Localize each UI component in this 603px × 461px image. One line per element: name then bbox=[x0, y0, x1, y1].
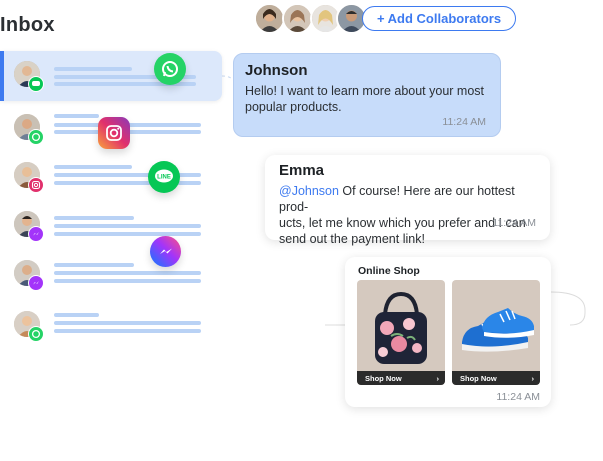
shop-now-button[interactable]: Shop Now › bbox=[357, 371, 445, 385]
collaborator-avatar bbox=[310, 3, 341, 34]
preview-line bbox=[54, 313, 99, 317]
preview-line bbox=[54, 279, 201, 283]
mention-link[interactable]: @Johnson bbox=[279, 184, 339, 198]
shop-now-label: Shop Now bbox=[460, 373, 497, 383]
messenger-icon bbox=[28, 275, 44, 291]
svg-text:LINE: LINE bbox=[157, 175, 171, 181]
message-line-2: ucts, let me know which you prefer and I… bbox=[279, 216, 526, 230]
instagram-icon bbox=[98, 117, 130, 149]
preview-line bbox=[54, 232, 201, 236]
sender-name: Emma bbox=[279, 162, 325, 179]
message-line: @Johnson Of course! Here are our hottest… bbox=[279, 183, 544, 215]
shop-title: Online Shop bbox=[358, 265, 420, 277]
preview-line bbox=[54, 321, 201, 325]
collaborator-avatar bbox=[254, 3, 285, 34]
bag-image bbox=[375, 291, 427, 364]
preview-line bbox=[54, 173, 201, 177]
avatar bbox=[14, 260, 40, 286]
collaborator-avatar bbox=[282, 3, 313, 34]
message-bubble-emma: Emma @Johnson Of course! Here are our ho… bbox=[265, 155, 550, 246]
message-time: 11:24 AM bbox=[442, 116, 486, 128]
shop-card: Online Shop Shop Now › bbox=[345, 257, 551, 407]
messenger-icon bbox=[28, 226, 44, 242]
preview-line bbox=[54, 263, 134, 267]
preview-line bbox=[54, 165, 132, 169]
add-collaborators-button[interactable]: + Add Collaborators bbox=[362, 6, 516, 31]
conversation-item[interactable] bbox=[0, 201, 222, 251]
instagram-icon bbox=[28, 177, 44, 193]
product-card-sneakers[interactable]: Shop Now › bbox=[452, 280, 540, 385]
preview-line bbox=[54, 216, 134, 220]
message-text: Hello! I want to learn more about your m… bbox=[245, 84, 485, 114]
message-line-3: send out the payment link! bbox=[279, 232, 425, 246]
preview-line bbox=[54, 114, 99, 118]
message-bubble-johnson: Johnson Hello! I want to learn more abou… bbox=[233, 53, 501, 137]
conversation-item[interactable] bbox=[0, 152, 222, 202]
line-icon: LINE bbox=[148, 161, 180, 193]
product-card-bag[interactable]: Shop Now › bbox=[357, 280, 445, 385]
conversation-item[interactable] bbox=[0, 51, 222, 101]
whatsapp-icon bbox=[28, 129, 44, 145]
preview-line bbox=[54, 224, 201, 228]
inbox-title: Inbox bbox=[0, 14, 55, 36]
message-line-1: Of course! Here are our hottest prod- bbox=[279, 184, 515, 214]
shop-now-button[interactable]: Shop Now › bbox=[452, 371, 540, 385]
selection-indicator bbox=[0, 51, 4, 101]
preview-line bbox=[54, 329, 201, 333]
chevron-right-icon: › bbox=[436, 373, 440, 383]
whatsapp-icon bbox=[28, 326, 44, 342]
message-time: 11:24 AM bbox=[492, 217, 536, 229]
message-time: 11:24 AM bbox=[496, 391, 540, 403]
preview-line bbox=[54, 82, 196, 86]
messenger-icon bbox=[150, 236, 181, 267]
collaborator-avatar bbox=[336, 3, 367, 34]
preview-line bbox=[54, 181, 201, 185]
sender-name: Johnson bbox=[245, 62, 308, 79]
preview-line bbox=[54, 271, 201, 275]
message-text: @Johnson Of course! Here are our hottest… bbox=[279, 183, 544, 247]
avatar bbox=[14, 311, 40, 337]
sneakers-image bbox=[462, 308, 534, 352]
whatsapp-icon bbox=[154, 53, 186, 85]
chevron-right-icon: › bbox=[531, 373, 535, 383]
line-icon bbox=[28, 76, 44, 92]
preview-line bbox=[54, 67, 132, 71]
conversation-item[interactable] bbox=[0, 301, 222, 351]
conversation-item[interactable] bbox=[0, 250, 222, 300]
preview-line bbox=[54, 75, 196, 79]
shop-now-label: Shop Now bbox=[365, 373, 402, 383]
